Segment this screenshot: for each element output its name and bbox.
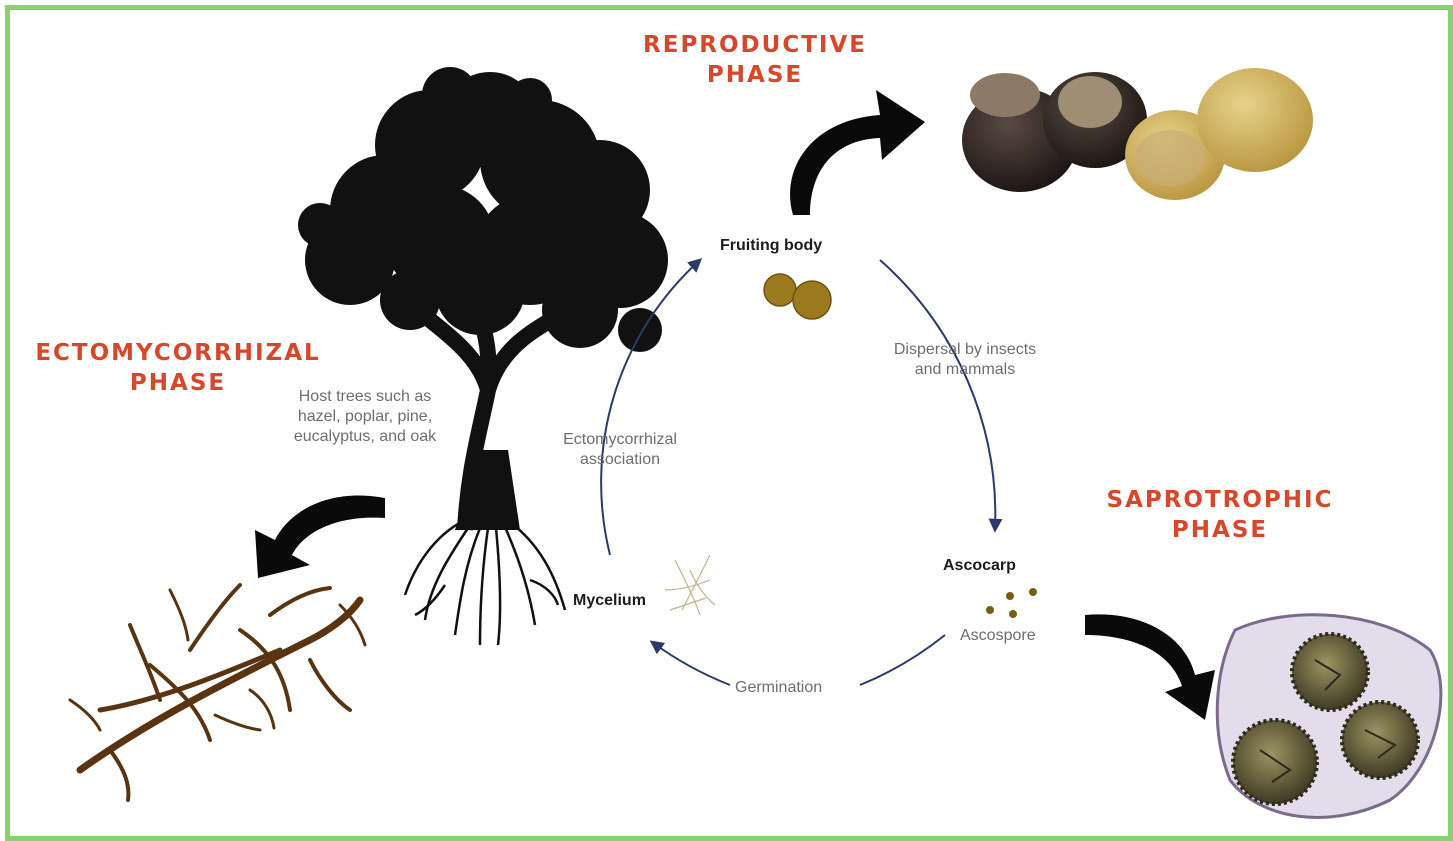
- host-trees-line3: eucalyptus, and oak: [260, 427, 470, 447]
- reproductive-phase-title: REPRODUCTIVE PHASE: [610, 30, 900, 90]
- mycelium-label: Mycelium: [573, 592, 646, 610]
- ecto-association-line2: association: [530, 450, 710, 470]
- host-trees-line1: Host trees such as: [260, 387, 470, 407]
- ascocarp-label: Ascocarp: [943, 557, 1016, 575]
- saprotrophic-phase-title: SAPROTROPHIC PHASE: [1070, 485, 1370, 545]
- dispersal-line1: Dispersal by insects: [860, 340, 1070, 360]
- dispersal-label: Dispersal by insects and mammals: [860, 340, 1070, 380]
- ascocarp-micrograph: [1217, 615, 1441, 818]
- diagram-frame: REPRODUCTIVE PHASE ECTOMYCORRHIZAL PHASE…: [5, 5, 1453, 841]
- fruiting-body-icon: [764, 274, 831, 319]
- reproductive-phase-title-line1: REPRODUCTIVE: [610, 30, 900, 60]
- ecto-association-line1: Ectomycorrhizal: [530, 430, 710, 450]
- germination-label: Germination: [735, 678, 822, 698]
- ectomycorrhizal-association-label: Ectomycorrhizal association: [530, 430, 710, 470]
- dispersal-line2: and mammals: [860, 360, 1070, 380]
- host-trees-label: Host trees such as hazel, poplar, pine, …: [260, 387, 470, 447]
- host-trees-line2: hazel, poplar, pine,: [260, 407, 470, 427]
- saprotrophic-phase-title-line2: PHASE: [1070, 515, 1370, 545]
- reproductive-phase-title-line2: PHASE: [610, 60, 900, 90]
- saprotrophic-phase-title-line1: SAPROTROPHIC: [1070, 485, 1370, 515]
- diagram-graphics: [10, 10, 1448, 836]
- truffle-photo: [962, 68, 1313, 200]
- mycelium-sketch: [665, 555, 715, 615]
- spore-dots: [986, 588, 1037, 618]
- mycorrhizal-root: [70, 585, 365, 800]
- ascospore-label: Ascospore: [960, 626, 1036, 646]
- fruiting-body-label: Fruiting body: [720, 237, 822, 255]
- tree-silhouette: [298, 67, 668, 645]
- ectomycorrhizal-phase-title-line1: ECTOMYCORRHIZAL: [28, 338, 328, 368]
